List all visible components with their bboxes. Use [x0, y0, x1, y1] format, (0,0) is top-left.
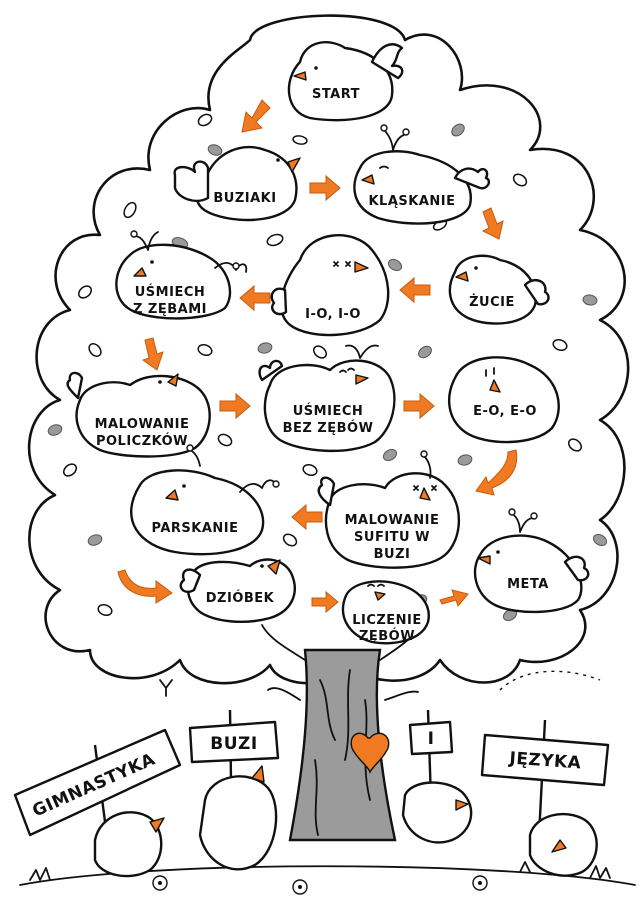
arrow-liczenie-meta: [439, 589, 469, 608]
node-io: I-O, I-O: [270, 234, 390, 337]
node-io-label: I-O, I-O: [305, 307, 361, 322]
sign-i-text: I: [428, 729, 435, 749]
node-malowanie-pol-label-1: MALOWANIE: [95, 417, 190, 432]
arrow-klaskanie-zucie: [481, 207, 504, 240]
node-zucie-label: ŻUCIE: [469, 294, 515, 310]
sign-jezyka: JĘZYKA: [480, 719, 610, 856]
node-klaskanie-label: KLĄSKANIE: [368, 194, 455, 209]
arrow-usmiech-bez-eo: [403, 392, 435, 420]
arrow-zucie-io: [399, 276, 431, 304]
node-usmiech-z: UŚMIECH Z ZĘBAMI: [115, 230, 248, 320]
heart-icon: [350, 732, 390, 774]
node-buziaki: BUZIAKI: [173, 145, 301, 222]
node-eo-label: E-O, E-O: [473, 404, 537, 419]
node-eo: E-O, E-O: [448, 356, 560, 444]
arrow-dziobek-liczenie: [311, 590, 339, 614]
node-liczenie-label-2: ZĘBÓW: [359, 628, 415, 644]
arrow-buziaki-klaskanie: [309, 174, 341, 202]
node-dziobek: DZIÓBEK: [179, 558, 296, 623]
arrow-start-buziaki: [241, 99, 271, 133]
arrow-io-usmiech-z: [239, 284, 271, 312]
node-malowanie-pol-label-2: POLICZKÓW: [96, 433, 188, 449]
butterfly-icon: [159, 679, 173, 697]
arrow-usmiech-z-malowanie-pol: [141, 337, 164, 371]
arrow-malowanie-suf-parskanie: [291, 503, 323, 531]
node-malowanie-pol: MALOWANIE POLICZKÓW: [66, 371, 211, 458]
node-start-label: START: [312, 87, 360, 102]
butterfly-trail: [499, 670, 601, 691]
node-usmiech-bez: UŚMIECH BEZ ZĘBÓW: [258, 344, 396, 453]
node-parskanie-label: PARSKANIE: [151, 521, 238, 536]
bird-bottom-3: [401, 781, 473, 844]
node-usmiech-z-label-1: UŚMIECH: [135, 284, 206, 300]
flow-arrows: [117, 99, 518, 614]
sign-buzi-text: BUZI: [210, 734, 257, 754]
node-parskanie: PARSKANIE: [129, 444, 280, 556]
node-meta-label: META: [507, 577, 549, 592]
node-usmiech-bez-label-2: BEZ ZĘBÓW: [283, 420, 374, 436]
arrow-eo-malowanie-suf: [475, 449, 518, 496]
node-liczenie-label-1: LICZENIE: [352, 613, 422, 628]
node-malowanie-suf-label-3: BUZI: [374, 547, 411, 562]
node-meta: META: [473, 508, 590, 614]
node-buziaki-label: BUZIAKI: [213, 191, 276, 206]
bird-bottom-4: [528, 812, 598, 877]
flower-icon: [152, 875, 488, 895]
node-usmiech-z-label-2: Z ZĘBAMI: [133, 302, 207, 317]
bird-bottom-2: [198, 765, 278, 871]
node-malowanie-suf-label-2: SUFITU W: [354, 530, 430, 545]
node-liczenie: LICZENIE ZĘBÓW: [341, 580, 430, 645]
node-malowanie-suf-label-1: MALOWANIE: [345, 513, 440, 528]
arrow-malowanie-pol-usmiech-bez: [219, 392, 251, 420]
node-klaskanie: KLĄSKANIE: [353, 124, 491, 225]
arrow-parskanie-dziobek: [117, 569, 173, 604]
node-zucie: ŻUCIE: [448, 254, 550, 325]
node-malowanie-suf: MALOWANIE SUFITU W BUZI: [317, 450, 461, 569]
node-dziobek-label: DZIÓBEK: [206, 590, 275, 606]
bird-bottom-1: [93, 811, 165, 878]
node-start: START: [287, 41, 404, 122]
node-usmiech-bez-label-1: UŚMIECH: [293, 403, 364, 419]
